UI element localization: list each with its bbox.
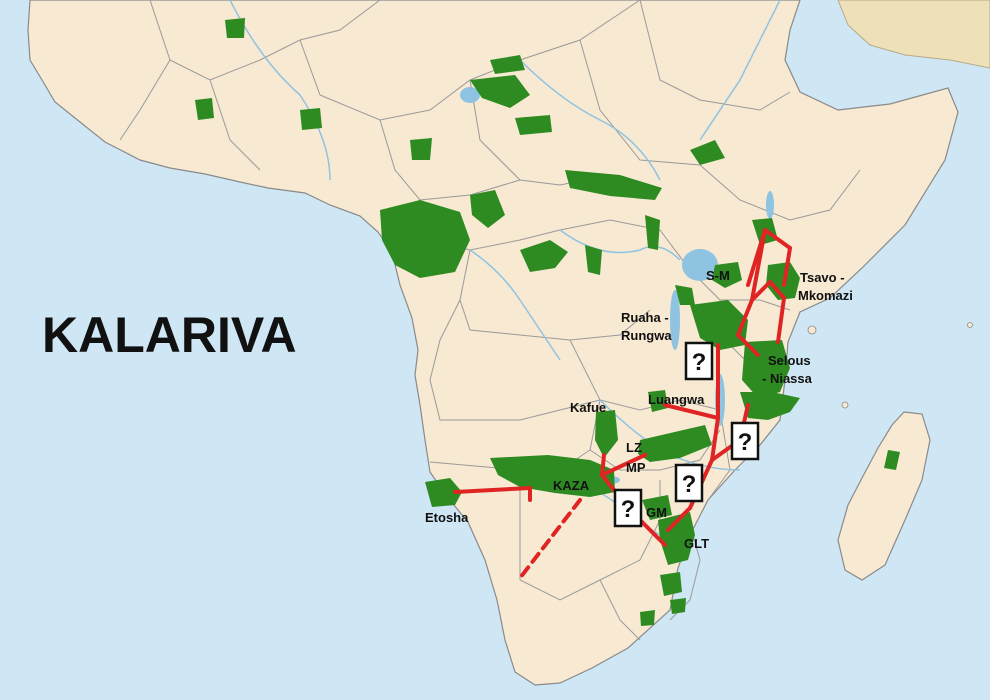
- corridor-segment: [736, 333, 760, 357]
- protected-area-chad: [470, 75, 530, 108]
- protected-area-selous: [742, 340, 790, 398]
- protected-area-south-2: [670, 598, 686, 614]
- protected-area-car: [565, 170, 662, 200]
- label-glt: GLT: [684, 536, 709, 551]
- corridor-segment: [750, 228, 767, 302]
- question-box-frame: [613, 488, 643, 528]
- question-box: ?: [684, 341, 714, 381]
- label-gm: GM: [646, 505, 667, 520]
- uncertain-link-boxes: ? ? ? ?: [613, 341, 760, 528]
- protected-area-glt: [658, 512, 695, 565]
- lake-tanganyika: [670, 290, 680, 350]
- protected-area-nigeria: [410, 138, 432, 160]
- lake-victoria: [682, 249, 718, 281]
- question-box: ?: [674, 463, 704, 503]
- label-ruaha: Ruaha -: [621, 310, 669, 325]
- corridor-segment-dashed: [518, 498, 582, 580]
- question-box-frame: [730, 421, 760, 461]
- corridor-segment: [453, 486, 532, 494]
- protected-area-drc-salonga: [520, 240, 568, 272]
- label-s-m: S-M: [706, 268, 730, 283]
- protected-area-south-3: [640, 610, 655, 626]
- corridor-segment: [600, 453, 606, 477]
- label-lz: LZ: [626, 440, 642, 455]
- label-rungwa: Rungwa: [621, 328, 672, 343]
- label-kaza: KAZA: [553, 478, 590, 493]
- protected-area-congo-north: [470, 190, 505, 228]
- corridor-segment: [768, 280, 786, 300]
- protected-area-etosha: [425, 478, 462, 507]
- protected-area-serengeti-mara: [712, 262, 742, 288]
- corridor-segment: [666, 506, 692, 532]
- protected-area-drc-east: [585, 245, 602, 275]
- protected-area-niassa: [740, 392, 800, 420]
- lake-turkana: [766, 191, 774, 219]
- question-mark: ?: [692, 349, 707, 376]
- question-box: ?: [613, 488, 643, 528]
- island-comoros: [841, 401, 849, 409]
- question-box: ?: [730, 421, 760, 461]
- protected-area-gabon: [380, 200, 470, 278]
- label-tsavo: Tsavo -: [800, 270, 845, 285]
- protected-areas: [195, 18, 800, 626]
- lake-chad: [460, 87, 480, 103]
- question-box-frame: [674, 463, 704, 503]
- protected-area-gm: [642, 495, 672, 520]
- question-mark: ?: [682, 471, 697, 498]
- label-mp: MP: [626, 460, 646, 475]
- label-niassa: - Niassa: [762, 371, 813, 386]
- protected-area-south-1: [660, 572, 682, 596]
- protected-area-sahel-w: [195, 98, 214, 120]
- protected-area-ruaha-rungwa: [690, 300, 748, 350]
- protected-area-drc-upemba: [645, 215, 660, 250]
- corridor-segment: [776, 296, 786, 344]
- island-zanzibar: [807, 325, 817, 335]
- map-title: KALARIVA: [42, 307, 297, 363]
- protected-area-lz-mp: [638, 425, 712, 462]
- arabian-peninsula: [837, 0, 990, 69]
- label-kafue: Kafue: [570, 400, 606, 415]
- corridor-segment: [663, 403, 720, 420]
- protected-area-ruaha-west: [675, 285, 695, 305]
- corridor-segment: [710, 416, 720, 462]
- question-mark: ?: [738, 429, 753, 456]
- island-seychelles: [967, 322, 973, 328]
- corridor-segment: [600, 453, 647, 477]
- madagascar: [837, 411, 931, 581]
- protected-area-sahel-top: [225, 18, 245, 38]
- corridor-segment: [750, 280, 772, 302]
- protected-area-sudan: [490, 55, 525, 74]
- area-labels: Tsavo - Mkomazi S-M Ruaha - Rungwa Selou…: [425, 268, 853, 551]
- corridor-segment: [782, 246, 792, 287]
- africa-landmass: [27, 0, 959, 686]
- label-selous: Selous: [768, 353, 811, 368]
- protected-area-luangwa: [648, 390, 668, 412]
- protected-area-chad-2: [515, 115, 552, 135]
- corridor-segment: [736, 298, 754, 337]
- protected-area-mali: [300, 108, 322, 130]
- protected-area-madagascar: [884, 450, 900, 470]
- corridor-lines: [453, 228, 792, 580]
- protected-area-ethiopia: [690, 140, 725, 165]
- question-mark: ?: [621, 496, 636, 523]
- question-box-frame: [684, 341, 714, 381]
- protected-area-kafue: [595, 410, 618, 458]
- label-etosha: Etosha: [425, 510, 469, 525]
- corridor-segment: [763, 228, 792, 250]
- label-mkomazi: Mkomazi: [798, 288, 853, 303]
- label-luangwa: Luangwa: [648, 392, 705, 407]
